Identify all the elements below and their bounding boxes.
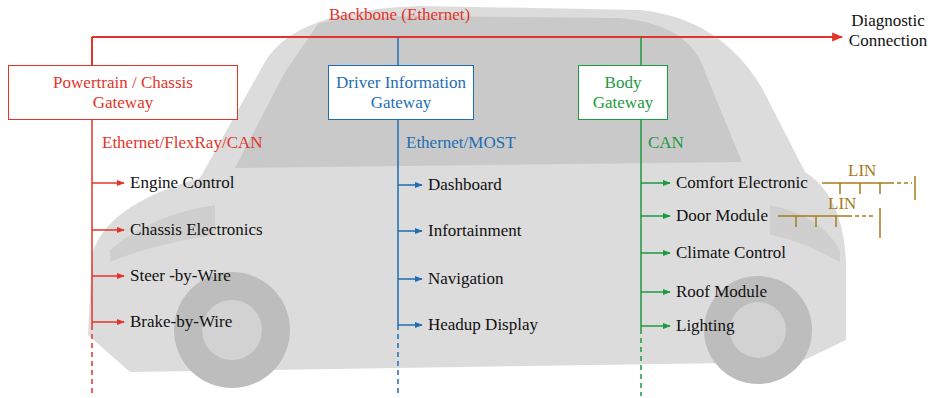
ecu-label: Chassis Electronics: [130, 220, 263, 240]
powertrain-bus: [92, 120, 124, 396]
gateway-box: Driver Information Gateway: [328, 65, 474, 120]
ecu-label: Roof Module: [676, 282, 767, 302]
gateway-box: Body Gateway: [578, 65, 668, 120]
lin-label: LIN: [848, 161, 876, 181]
bus-label: CAN: [648, 133, 684, 153]
ecu-label: Steer -by-Wire: [130, 266, 231, 286]
backbone-bus: [92, 37, 842, 66]
ecu-label: Navigation: [428, 269, 504, 289]
gateway-box: Powertrain / Chassis Gateway: [8, 65, 238, 120]
body-bus: [641, 120, 670, 396]
ecu-label: Climate Control: [676, 243, 786, 263]
ecu-label: Door Module: [676, 206, 768, 226]
gateway-label: Driver Information Gateway: [333, 73, 469, 112]
driver-info-bus: [398, 120, 422, 396]
gateway-label: Body Gateway: [583, 73, 663, 112]
bus-label: Ethernet/FlexRay/CAN: [102, 133, 263, 153]
ecu-label: Infortainment: [428, 221, 521, 241]
ecu-label: Engine Control: [130, 173, 234, 193]
lin-label: LIN: [828, 194, 856, 214]
car-illustration: [88, 6, 846, 388]
bus-label: Ethernet/MOST: [406, 133, 516, 153]
ecu-label: Dashboard: [428, 175, 502, 195]
diagnostic-label: Diagnostic Connection: [845, 11, 931, 51]
ecu-label: Comfort Electronic: [676, 173, 808, 193]
ecu-label: Lighting: [676, 316, 735, 336]
ecu-label: Headup Display: [428, 315, 538, 335]
gateway-label: Powertrain / Chassis Gateway: [43, 73, 203, 112]
ecu-label: Brake-by-Wire: [130, 312, 232, 332]
bus-label: Backbone (Ethernet): [329, 5, 470, 25]
